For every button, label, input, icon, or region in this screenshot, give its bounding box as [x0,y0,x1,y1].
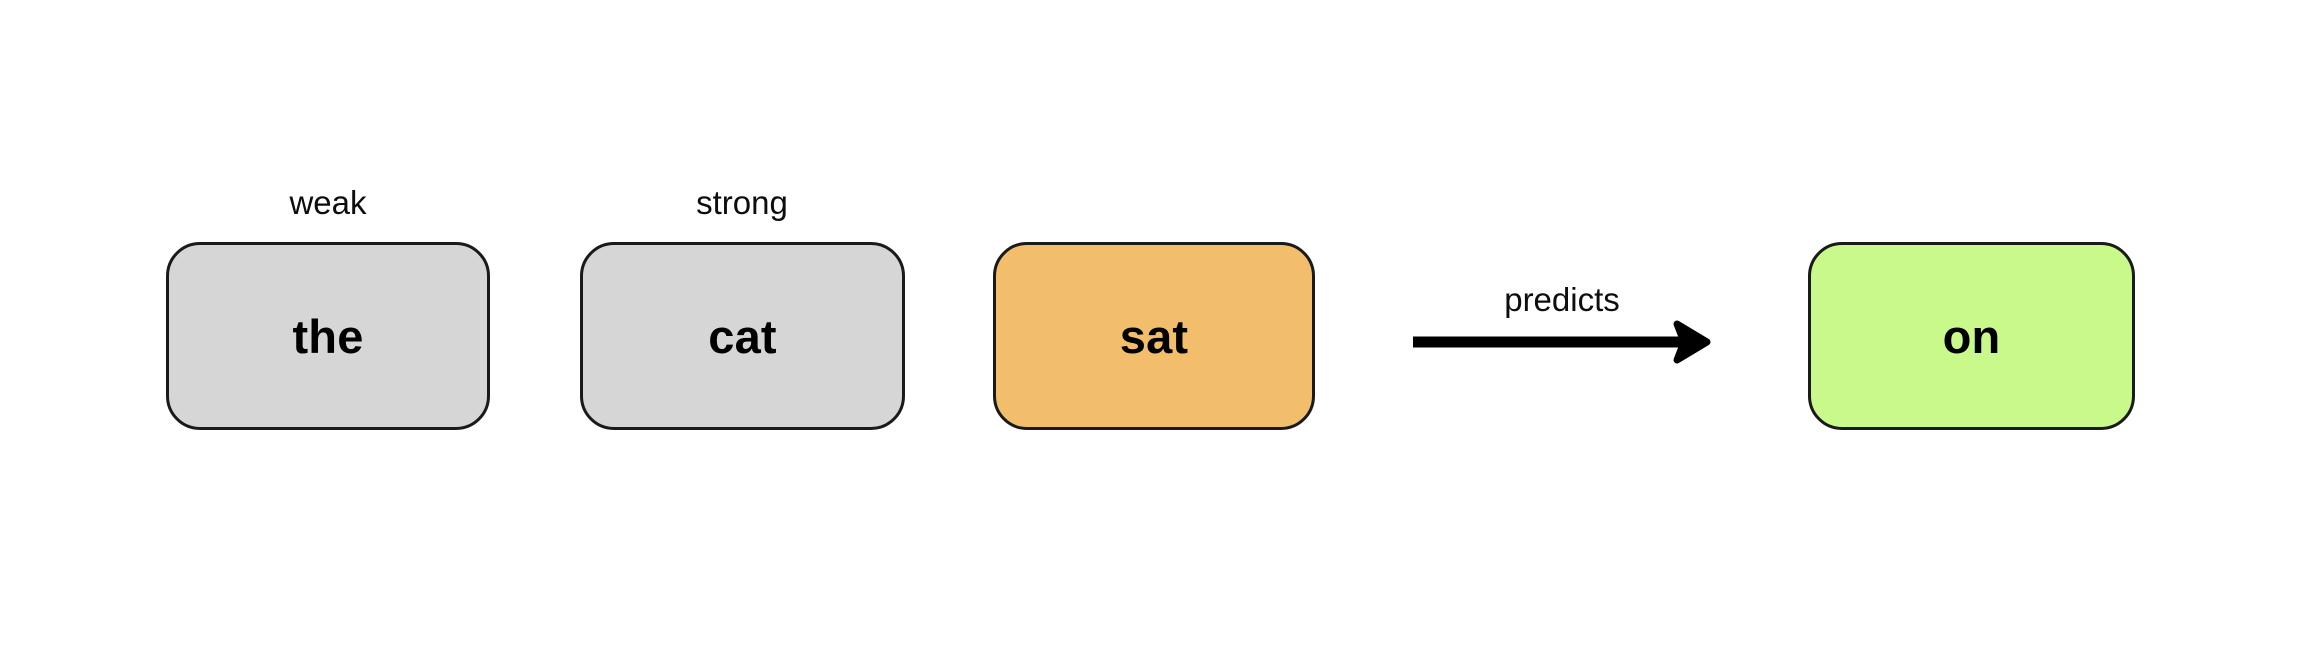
token-label-sat: sat [1119,309,1189,363]
caption-weak: weak [289,184,367,221]
token-label-on: on [1942,309,2001,363]
token-box-the[interactable]: the [166,242,490,430]
caption-strong: strong [696,184,788,221]
token-box-on[interactable]: on [1808,242,2135,430]
edge-label-predicts: predicts [1504,281,1620,318]
token-box-sat[interactable]: sat [993,242,1315,430]
token-label-the: the [292,309,364,363]
arrow-right-icon [1413,320,1711,364]
token-label-cat: cat [708,309,777,363]
token-box-cat[interactable]: cat [580,242,905,430]
